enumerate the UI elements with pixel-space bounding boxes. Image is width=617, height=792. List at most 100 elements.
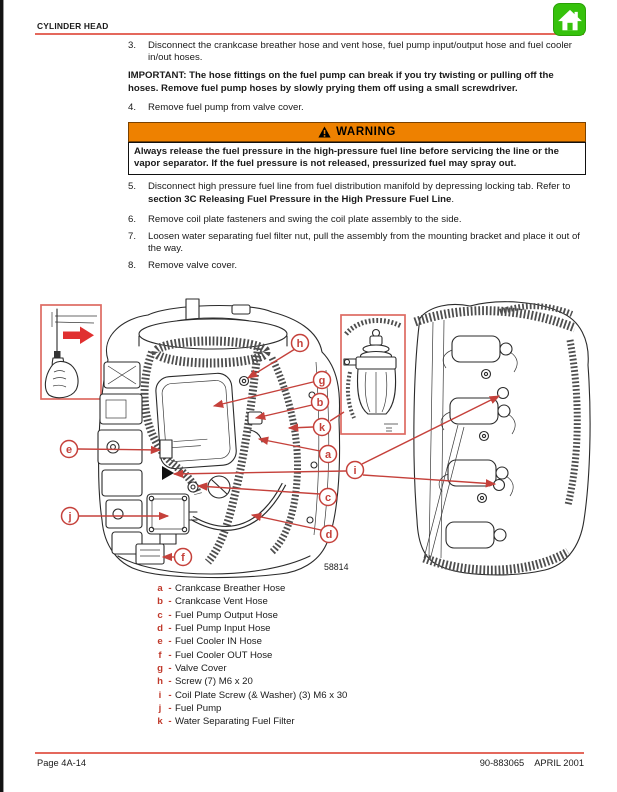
legend-item-g: g-Valve Cover <box>155 662 347 675</box>
legend-item-a: a-Crankcase Breather Hose <box>155 582 347 595</box>
svg-text:g: g <box>319 375 326 387</box>
warning-icon <box>318 126 331 138</box>
footer-rule <box>35 752 584 754</box>
arrow-e <box>77 445 162 455</box>
step-text: Remove valve cover. <box>148 260 238 272</box>
footer-page-label: Page 4A-14 <box>37 758 87 768</box>
legend-letter: f <box>158 649 162 661</box>
legend-letter: e <box>157 636 163 648</box>
step-6: 6. Remove coil plate fasteners and swing… <box>128 214 586 226</box>
footer-doc-number: 90-883065 <box>479 758 525 768</box>
legend-item-b: b-Crankcase Vent Hose <box>155 595 347 608</box>
svg-text:a: a <box>325 449 332 461</box>
fuel-pump-output-hose <box>204 347 262 565</box>
step-number: 5. <box>128 181 137 193</box>
legend-dash: - <box>168 596 172 608</box>
step-4: 4. Remove fuel pump from valve cover. <box>128 102 586 114</box>
hand <box>44 360 79 399</box>
footer-right: 90-883065 APRIL 2001 <box>470 758 584 768</box>
callout-c: c <box>318 487 338 507</box>
important-note: IMPORTANT: The hose fittings on the fuel… <box>128 70 554 94</box>
legend-letter: h <box>157 676 163 688</box>
step-3: 3. Disconnect the crankcase breather hos… <box>128 40 586 64</box>
valve-cover <box>155 372 237 470</box>
callout-f: f <box>173 547 193 567</box>
filter-clamp <box>355 356 397 370</box>
legend-label: Coil Plate Screw (& Washer) (3) M6 x 30 <box>175 689 348 701</box>
engine-figure: a b c d e f g h i j k 58814 <box>40 298 591 579</box>
warning-title: WARNING <box>336 125 396 138</box>
callout-i: i <box>345 460 365 480</box>
legend-item-f: f-Fuel Cooler OUT Hose <box>155 649 347 662</box>
arrow-k <box>287 423 314 432</box>
fuel-filter-inset <box>340 314 406 435</box>
section-reference: section 3C Releasing Fuel Pressure in th… <box>148 193 452 205</box>
callout-j: j <box>60 506 80 526</box>
step-text: Disconnect high pressure fuel line from … <box>148 181 586 205</box>
legend-letter: c <box>157 609 163 621</box>
step-text: Remove fuel pump from valve cover. <box>148 101 304 113</box>
svg-text:j: j <box>67 511 71 523</box>
step-number: 3. <box>128 40 137 51</box>
svg-text:f: f <box>181 552 185 564</box>
step-text: Loosen water separating fuel filter nut,… <box>148 231 580 255</box>
home-button[interactable] <box>553 3 586 36</box>
callout-markers: a b c d e f g h i j k <box>59 333 365 567</box>
callout-e: e <box>59 439 79 459</box>
legend-dash: - <box>168 583 172 594</box>
screwdriver-ferrule <box>54 351 61 358</box>
step-7: 7. Loosen water separating fuel filter n… <box>128 231 586 255</box>
legend-item-i: i-Coil Plate Screw (& Washer) (3) M6 x 3… <box>155 689 348 702</box>
legend-label: Fuel Cooler IN Hose <box>175 636 262 648</box>
footer-date: APRIL 2001 <box>534 758 584 768</box>
page-title: CYLINDER HEAD <box>37 21 109 31</box>
legend-item-d: d-Fuel Pump Input Hose <box>155 622 347 635</box>
output-fitting <box>187 481 199 493</box>
svg-text:i: i <box>353 465 356 477</box>
svg-text:d: d <box>326 529 333 541</box>
fuel-cooler-out-fitting <box>135 543 165 565</box>
legend-label: Fuel Pump Output Hose <box>175 609 278 621</box>
legend-dash: - <box>168 623 172 635</box>
legend-label: Fuel Pump Input Hose <box>175 623 271 635</box>
crankcase-vent-hose <box>268 356 301 555</box>
legend-letter: j <box>158 703 162 715</box>
legend-dash: - <box>168 636 172 648</box>
arrow-h <box>246 348 296 379</box>
legend-letter: a <box>157 583 163 594</box>
callout-k: k <box>312 417 332 437</box>
svg-text:e: e <box>66 444 72 456</box>
legend-item-k: k-Water Separating Fuel Filter <box>155 715 347 728</box>
legend-dash: - <box>168 609 172 621</box>
arrow-i-left <box>172 469 347 479</box>
top-harness-hose <box>413 306 577 333</box>
step-number: 8. <box>128 260 137 272</box>
callout-arrows <box>77 348 501 562</box>
step-8: 8. Remove valve cover. <box>128 260 586 272</box>
coil-plate-screw-lower <box>492 478 506 492</box>
electrical-component-stack <box>97 361 143 555</box>
legend-label: Valve Cover <box>175 663 227 675</box>
legend-dash: - <box>168 689 172 701</box>
step-number: 7. <box>128 231 137 243</box>
arrow-b <box>254 404 313 421</box>
scan-edge-strip <box>0 0 3 792</box>
coil-plate-screw-upper <box>496 386 510 400</box>
legend-label: Crankcase Vent Hose <box>175 596 268 608</box>
svg-text:c: c <box>325 492 331 504</box>
legend-item-h: h-Screw (7) M6 x 20 <box>155 675 347 688</box>
legend-letter: d <box>157 623 163 635</box>
callout-d: d <box>319 524 339 544</box>
legend-letter: k <box>157 716 163 728</box>
side-harness-hose <box>564 339 581 506</box>
step-number: 6. <box>128 213 137 225</box>
step-5: 5. Disconnect high pressure fuel line fr… <box>128 181 586 205</box>
pry-direction-arrow <box>63 326 94 344</box>
warning-body: Always release the fuel pressure in the … <box>128 142 586 176</box>
instructions-column: 3. Disconnect the crankcase breather hos… <box>128 40 586 279</box>
callout-a: a <box>318 444 338 464</box>
connector-k-inset <box>329 411 345 422</box>
screwdriver-inset <box>40 304 102 400</box>
arrow-i-upper <box>361 395 501 465</box>
